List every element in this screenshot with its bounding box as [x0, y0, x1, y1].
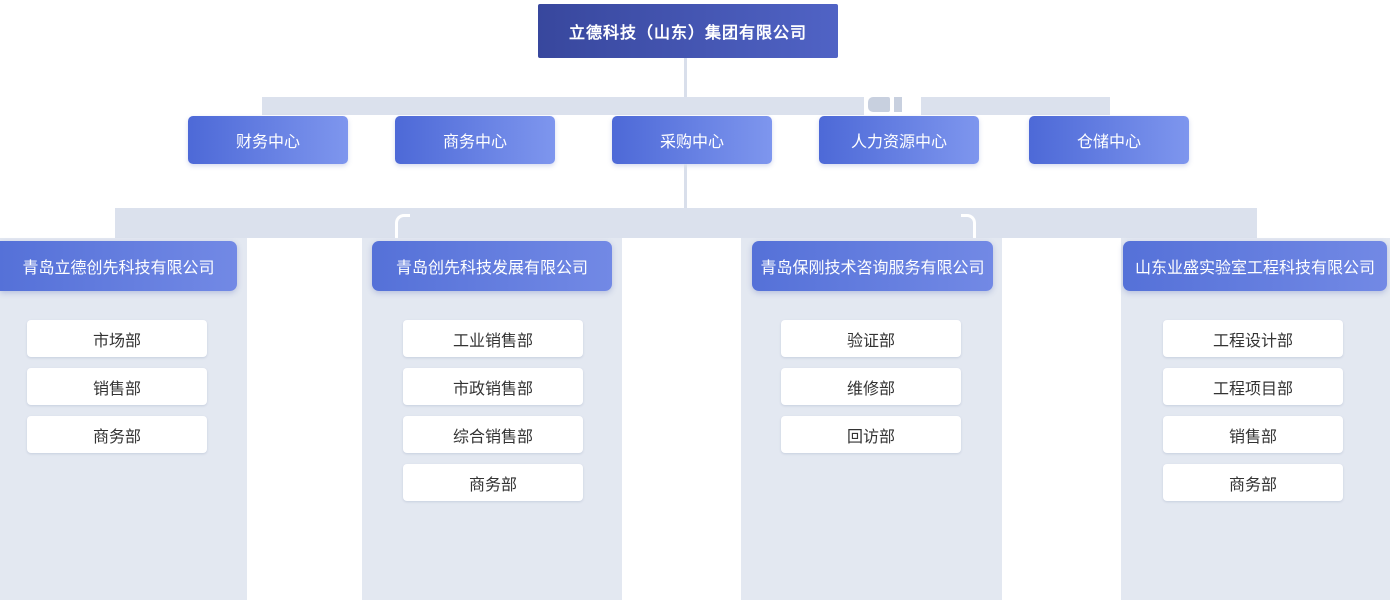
org-node-procurement-center[interactable]: 采购中心 — [612, 116, 772, 164]
connector-root-vertical — [684, 58, 687, 97]
connector-bar-chip — [868, 97, 890, 112]
connector-bar-chip — [894, 97, 902, 112]
org-node-subsidiary-2[interactable]: 青岛创先科技发展有限公司 — [372, 241, 612, 291]
org-node-department[interactable]: 商务部 — [1163, 464, 1343, 501]
org-node-subsidiary-4[interactable]: 山东业盛实验室工程科技有限公司 — [1123, 241, 1387, 291]
connector-bracket-right — [961, 214, 976, 241]
org-node-department[interactable]: 回访部 — [781, 416, 961, 453]
org-node-department[interactable]: 市政销售部 — [403, 368, 583, 405]
org-node-department[interactable]: 综合销售部 — [403, 416, 583, 453]
org-node-department[interactable]: 销售部 — [1163, 416, 1343, 453]
org-node-department[interactable]: 维修部 — [781, 368, 961, 405]
connector-subsidiaries-vertical — [684, 164, 687, 208]
connector-bracket-left — [395, 214, 410, 241]
org-node-hr-center[interactable]: 人力资源中心 — [819, 116, 979, 164]
org-node-department[interactable]: 工业销售部 — [403, 320, 583, 357]
subsidiary-panel-4: 山东业盛实验室工程科技有限公司 工程设计部 工程项目部 销售部 商务部 — [1121, 238, 1390, 600]
subsidiary-panel-3: 青岛保刚技术咨询服务有限公司 验证部 维修部 回访部 — [741, 238, 1002, 600]
subsidiary-panel-2: 青岛创先科技发展有限公司 工业销售部 市政销售部 综合销售部 商务部 — [362, 238, 622, 600]
org-node-subsidiary-3[interactable]: 青岛保刚技术咨询服务有限公司 — [752, 241, 993, 291]
org-node-root[interactable]: 立德科技（山东）集团有限公司 — [538, 4, 838, 58]
org-node-department[interactable]: 工程设计部 — [1163, 320, 1343, 357]
org-node-department[interactable]: 商务部 — [403, 464, 583, 501]
org-node-finance-center[interactable]: 财务中心 — [188, 116, 348, 164]
org-node-department[interactable]: 商务部 — [27, 416, 207, 453]
org-node-warehouse-center[interactable]: 仓储中心 — [1029, 116, 1189, 164]
subsidiary-panel-1: 青岛立德创先科技有限公司 市场部 销售部 商务部 — [0, 238, 247, 600]
connector-centers-bar — [262, 97, 1110, 115]
org-node-subsidiary-1[interactable]: 青岛立德创先科技有限公司 — [0, 241, 237, 291]
org-node-department[interactable]: 验证部 — [781, 320, 961, 357]
connector-subsidiaries-bar — [115, 208, 1257, 238]
org-node-department[interactable]: 销售部 — [27, 368, 207, 405]
org-node-department[interactable]: 工程项目部 — [1163, 368, 1343, 405]
org-node-business-center[interactable]: 商务中心 — [395, 116, 555, 164]
org-node-department[interactable]: 市场部 — [27, 320, 207, 357]
